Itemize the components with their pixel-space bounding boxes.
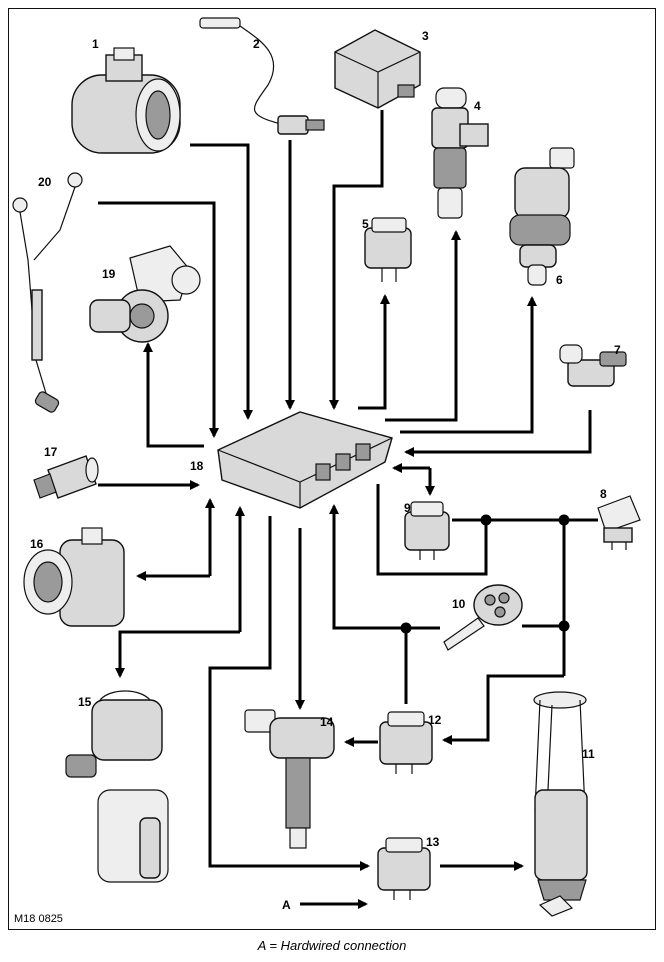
component-5-relay xyxy=(364,217,412,282)
component-10-key xyxy=(443,584,523,651)
label-6: 6 xyxy=(556,273,563,287)
component-8-fuse xyxy=(597,495,641,550)
label-16: 16 xyxy=(30,537,44,551)
component-19-idle-actuator xyxy=(89,245,201,343)
component-7-sensor xyxy=(559,344,627,387)
component-20-harness xyxy=(12,172,83,413)
component-15-purge-valve xyxy=(65,690,169,883)
label-12: 12 xyxy=(428,713,442,727)
label-4: 4 xyxy=(474,99,481,113)
label-19: 19 xyxy=(102,267,116,281)
component-4-fuel-injector xyxy=(431,87,489,219)
key-letter-a: A xyxy=(282,898,291,912)
label-10: 10 xyxy=(452,597,466,611)
component-1-mass-air-flow-sensor xyxy=(71,47,181,154)
component-11-fuel-pump-module xyxy=(533,691,588,917)
label-9: 9 xyxy=(404,501,411,515)
label-5: 5 xyxy=(362,217,369,231)
component-18-engine-control-module xyxy=(217,411,393,509)
label-3: 3 xyxy=(422,29,429,43)
component-6-coil-unit xyxy=(509,147,575,286)
label-1: 1 xyxy=(92,37,99,51)
component-12-relay xyxy=(379,711,433,774)
component-14-ignition-coil xyxy=(244,709,335,849)
figure-caption: A = Hardwired connection xyxy=(257,938,407,953)
component-17-pressure-sensor xyxy=(33,455,99,499)
label-15: 15 xyxy=(78,695,92,709)
component-13-relay xyxy=(377,837,431,900)
label-18: 18 xyxy=(190,459,204,473)
diagram-frame xyxy=(8,8,656,930)
component-9-relay xyxy=(404,501,450,560)
label-13: 13 xyxy=(426,835,440,849)
label-11: 11 xyxy=(582,747,595,761)
component-3-module xyxy=(334,29,421,109)
label-2: 2 xyxy=(253,37,260,51)
label-14: 14 xyxy=(320,715,334,729)
connection-lines xyxy=(98,110,598,909)
component-2-oxygen-sensor xyxy=(199,17,325,135)
component-16-throttle-body xyxy=(23,527,125,627)
callout-labels: 1 2 3 4 5 6 7 8 9 10 11 12 13 14 15 16 1… xyxy=(14,29,621,925)
label-20: 20 xyxy=(38,175,52,189)
label-17: 17 xyxy=(44,445,58,459)
reference-code: M18 0825 xyxy=(14,913,63,925)
label-7: 7 xyxy=(614,343,621,357)
label-8: 8 xyxy=(600,487,607,501)
